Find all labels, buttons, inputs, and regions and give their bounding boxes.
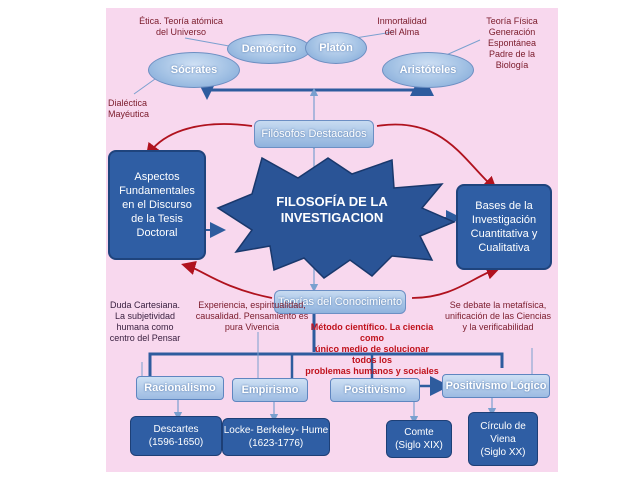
philosophers-bracket — [195, 72, 434, 100]
box-aspectos-fundamentales: Aspectos Fundamentales en el Discurso de… — [108, 150, 206, 260]
oval-aristoteles: Aristóteles — [382, 52, 474, 88]
box-racionalismo: Racionalismo — [136, 376, 224, 400]
central-star — [216, 156, 456, 279]
note-positivismo: Método científico. La ciencia como único… — [305, 322, 439, 376]
box-positivismo: Positivismo — [330, 378, 420, 402]
leaf-locke-berkeley-hume: Locke- Berkeley- Hume (1623-1776) — [222, 418, 330, 456]
connector-layer — [133, 31, 533, 425]
center-title: FILOSOFÍA DE LA INVESTIGACION — [276, 194, 388, 225]
box-filosofos-destacados: Filósofos Destacados — [254, 120, 374, 148]
note-aristoteles: Teoría Física Generación Espontánea Padr… — [486, 16, 538, 70]
schools-bracket — [148, 352, 504, 378]
red-arrows — [145, 123, 501, 299]
red-arrow-top-right — [376, 123, 498, 191]
diagram-canvas: Ética. Teoría atómica del Universo Inmor… — [102, 8, 558, 472]
left-edge-strip — [102, 8, 106, 472]
note-positivismo-logico: Se debate la metafísica, unificación de … — [444, 300, 552, 332]
red-arrow-bottom-right — [411, 265, 501, 299]
note-platon: Inmortalidad del Alma — [377, 16, 427, 37]
oval-platon: Platón — [305, 32, 367, 64]
oval-socrates: Sócrates — [148, 52, 240, 88]
note-socrates: Dialéctica Mayéutica — [108, 98, 150, 119]
red-arrow-bottom-left — [181, 261, 273, 299]
box-empirismo: Empirismo — [232, 378, 308, 402]
note-democrito: Ética. Teoría atómica del Universo — [139, 16, 223, 37]
leaf-circulo-viena: Círculo de Viena (Siglo XX) — [468, 412, 538, 466]
note-racionalismo: Duda Cartesiana. La subjetividad humana … — [109, 300, 181, 343]
note-empirismo: Experiencia, espiritualidad, causalidad.… — [195, 300, 309, 332]
box-positivismo-logico: Positivismo Lógico — [442, 374, 550, 398]
leaf-comte: Comte (Siglo XIX) — [386, 420, 452, 458]
box-teorias-conocimiento: Teorías del Conocimiento — [274, 290, 406, 314]
leaf-descartes: Descartes (1596-1650) — [130, 416, 222, 456]
box-bases-investigacion: Bases de la Investigación Cuantitativa y… — [456, 184, 552, 270]
oval-democrito: Demócrito — [227, 34, 311, 64]
red-arrow-top-left — [145, 123, 253, 158]
